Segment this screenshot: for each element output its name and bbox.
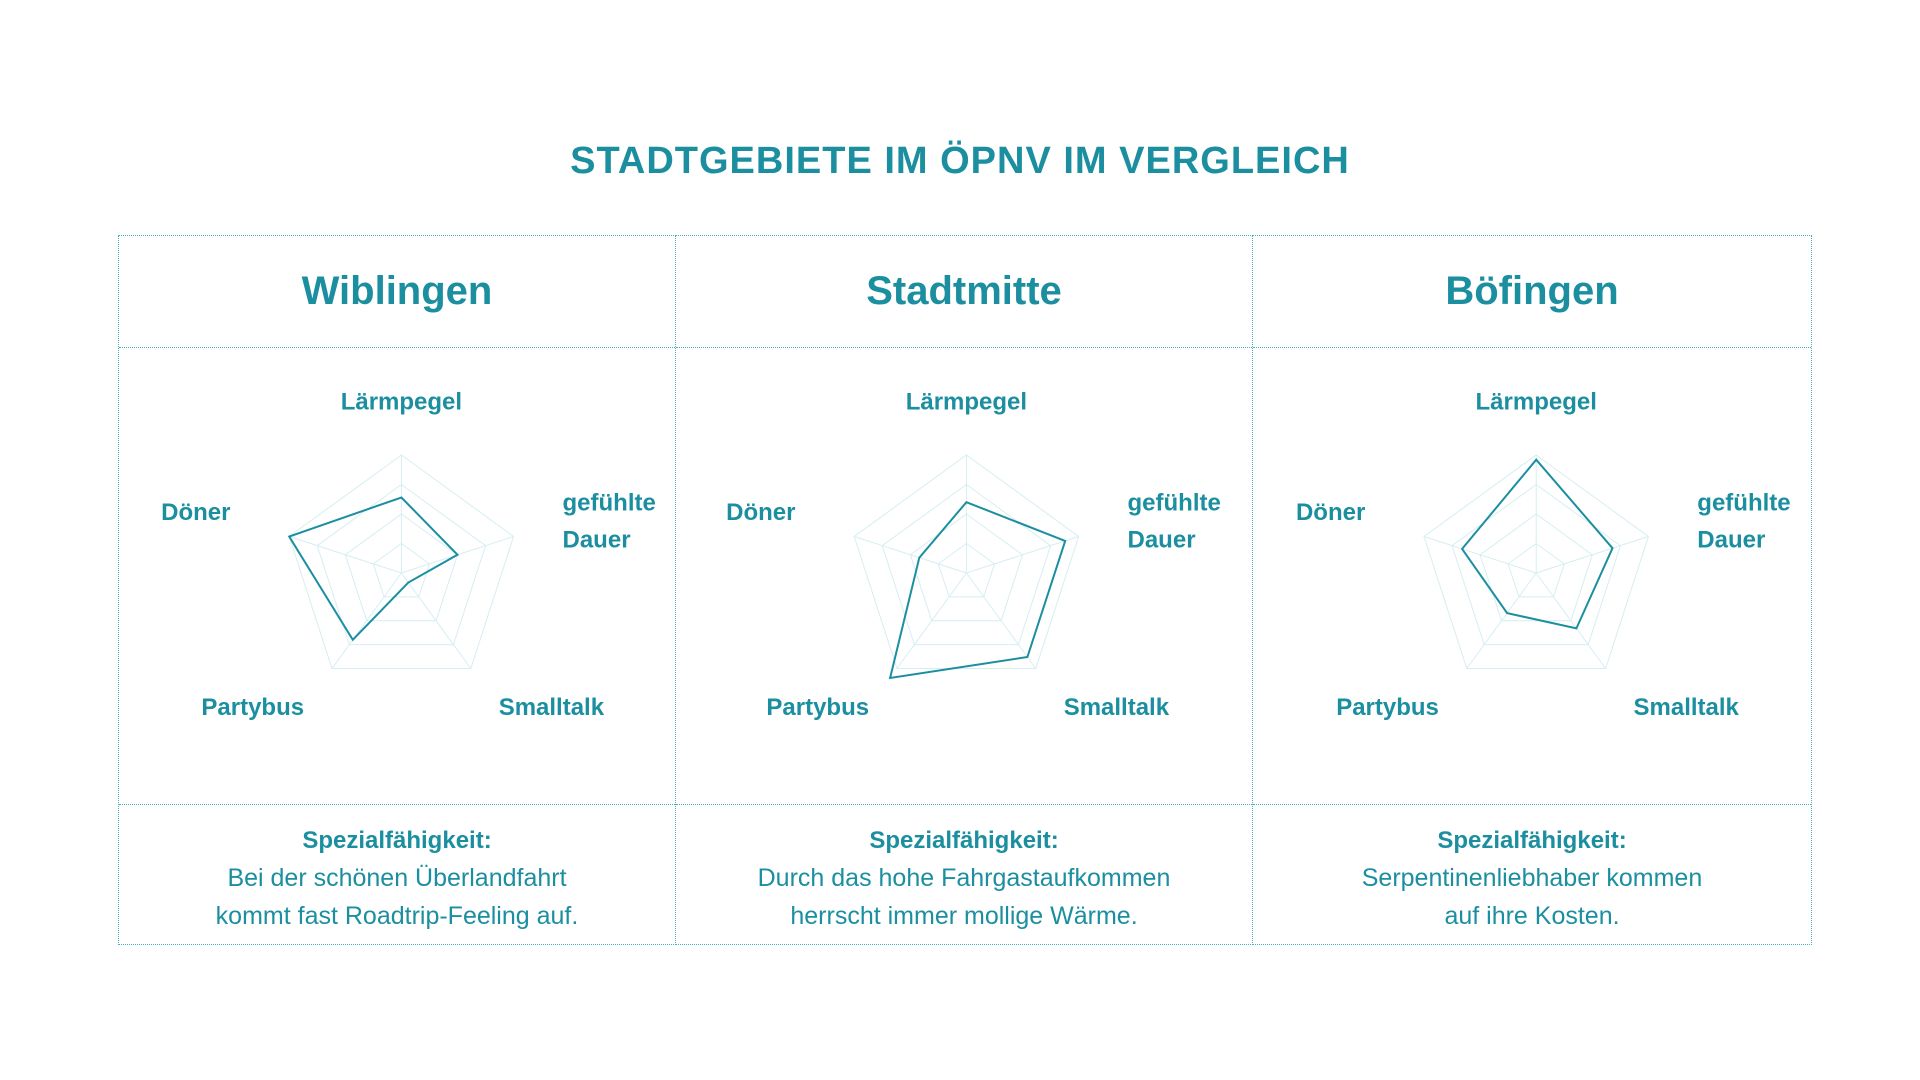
special-ability-text-line1: Serpentinenliebhaber kommen	[1361, 864, 1703, 892]
special-ability-box: Spezialfähigkeit: Bei der schönen Überla…	[119, 804, 675, 944]
radar-series-polygon	[1460, 458, 1614, 630]
radar-axis-label-line: Smalltalk	[1064, 694, 1170, 721]
radar-spoke	[1466, 572, 1537, 669]
panel-title: Böfingen	[1253, 236, 1811, 348]
radar-axis-label: Lärmpegel	[906, 389, 1027, 416]
special-ability-text-line2: herrscht immer mollige Wärme.	[790, 902, 1138, 930]
radar-grid-ring	[1507, 542, 1565, 598]
radar-axis-label: Döner	[1296, 499, 1365, 526]
panel-title: Wiblingen	[119, 236, 675, 348]
special-ability-label: Spezialfähigkeit:	[302, 827, 492, 854]
radar-axis-label: Döner	[161, 499, 230, 526]
special-ability-text-line2: auf ihre Kosten.	[1444, 902, 1620, 930]
radar-grid-ring	[1479, 513, 1593, 622]
radar-spoke	[1536, 536, 1649, 574]
radar-axis-label: Smalltalk	[1634, 694, 1740, 721]
radar-axis-label-line: Döner	[726, 499, 795, 526]
radar-axis-label-line: Lärmpegel	[906, 389, 1027, 416]
radar-grid-ring	[288, 454, 515, 669]
special-ability-text-line2: kommt fast Roadtrip-Feeling auf.	[215, 902, 579, 930]
radar-axis-label: Smalltalk	[499, 694, 605, 721]
radar-grid-ring	[1423, 454, 1649, 669]
special-ability-box: Spezialfähigkeit: Serpentinenliebhaber k…	[1253, 804, 1811, 944]
radar-axis-label-line: Lärmpegel	[341, 389, 462, 416]
radar-axis-label: Döner	[726, 499, 795, 526]
radar-grid-ring	[316, 483, 487, 646]
special-ability-label: Spezialfähigkeit:	[869, 827, 1059, 854]
radar-axis-label: Partybus	[1336, 694, 1439, 721]
radar-spoke	[896, 572, 967, 669]
radar-spoke	[400, 572, 472, 669]
radar-spoke	[331, 572, 402, 669]
special-ability-box: Spezialfähigkeit: Durch das hohe Fahrgas…	[676, 804, 1252, 944]
radar-axis-label-line: Smalltalk	[499, 694, 605, 721]
radar-axis-label: Lärmpegel	[341, 389, 462, 416]
radar-axis-label-line: Partybus	[1336, 694, 1439, 721]
radar-axis-label-line: Lärmpegel	[1476, 389, 1597, 416]
radar-grid-ring	[909, 513, 1024, 622]
radar-grid-ring	[881, 483, 1052, 646]
radar-axis-label-line: Dauer	[1128, 527, 1196, 554]
radar-axis-label-line: gefühlte	[563, 490, 656, 517]
radar-axis-label: Smalltalk	[1064, 694, 1170, 721]
radar-axis-label: Lärmpegel	[1476, 389, 1597, 416]
radar-axis-label-line: Döner	[1296, 499, 1365, 526]
radar-spoke	[1535, 572, 1607, 669]
radar-grid-ring	[1451, 483, 1621, 646]
radar-axis-label-line: Partybus	[766, 694, 869, 721]
radar-axis-label-line: Döner	[161, 499, 230, 526]
special-ability-text-line1: Bei der schönen Überlandfahrt	[227, 864, 567, 892]
radar-grid-ring	[372, 542, 431, 598]
radar-axis-label: Partybus	[766, 694, 869, 721]
radar-axis-label-line: gefühlte	[1697, 490, 1790, 517]
page-title: STADTGEBIETE IM ÖPNV IM VERGLEICH	[570, 140, 1350, 182]
radar-spoke	[289, 536, 402, 574]
radar-spoke	[965, 572, 1037, 669]
radar-grid-ring	[937, 542, 996, 598]
radar-spoke	[966, 536, 1079, 574]
radar-axis-label-line: Dauer	[563, 527, 631, 554]
radar-spoke	[1423, 536, 1537, 574]
panel-title: Stadtmitte	[676, 236, 1252, 348]
radar-axis-label-line: gefühlte	[1128, 490, 1221, 517]
radar-axis-label-line: Dauer	[1697, 527, 1765, 554]
special-ability-text-line1: Durch das hohe Fahrgastaufkommen	[757, 864, 1171, 892]
radar-series-polygon	[287, 496, 460, 642]
radar-series-polygon	[888, 501, 1067, 680]
radar-axis-label-line: Smalltalk	[1634, 694, 1740, 721]
radar-spoke	[854, 536, 967, 574]
radar-grid-ring	[344, 513, 459, 622]
radar-axis-label: Partybus	[201, 694, 304, 721]
radar-axis-label-line: Partybus	[201, 694, 304, 721]
special-ability-label: Spezialfähigkeit:	[1437, 827, 1627, 854]
radar-grid-ring	[853, 454, 1080, 669]
